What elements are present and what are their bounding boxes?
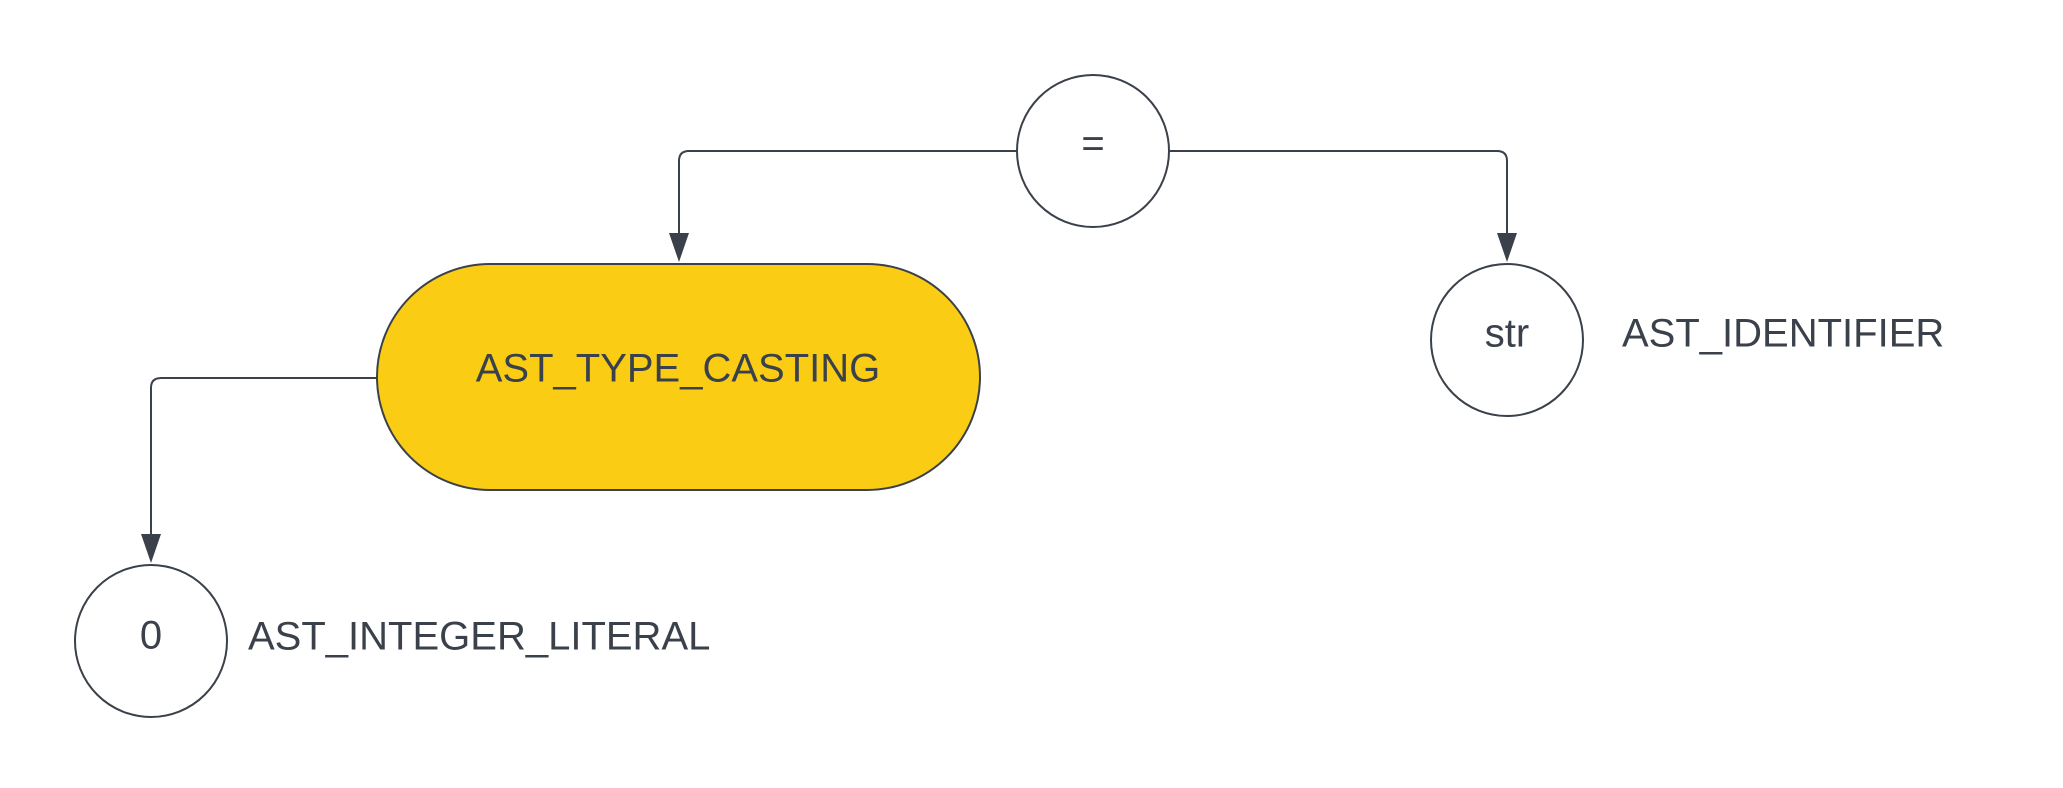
integer-literal-label: AST_INTEGER_LITERAL xyxy=(248,615,710,659)
edge-cast-to-literal xyxy=(141,377,377,563)
node-assign: = xyxy=(1016,74,1170,228)
assign-operator-text: = xyxy=(1081,122,1104,166)
node-type-casting: AST_TYPE_CASTING xyxy=(376,263,981,491)
assign-circle xyxy=(1016,74,1170,228)
type-casting-pill xyxy=(376,263,981,491)
node-integer-literal: 0 AST_INTEGER_LITERAL xyxy=(74,564,710,718)
type-casting-text: AST_TYPE_CASTING xyxy=(476,347,881,391)
identifier-value-text: str xyxy=(1485,312,1529,356)
arrowhead-icon xyxy=(141,534,161,563)
integer-literal-circle xyxy=(74,564,228,718)
integer-literal-value-text: 0 xyxy=(140,614,162,658)
arrowhead-icon xyxy=(1497,233,1517,262)
identifier-label: AST_IDENTIFIER xyxy=(1622,312,1944,356)
identifier-circle xyxy=(1430,263,1584,417)
arrowhead-icon xyxy=(669,233,689,262)
edge-assign-to-ident xyxy=(1170,150,1517,262)
node-identifier: str AST_IDENTIFIER xyxy=(1430,263,1944,417)
edge-assign-to-cast xyxy=(669,150,1017,262)
